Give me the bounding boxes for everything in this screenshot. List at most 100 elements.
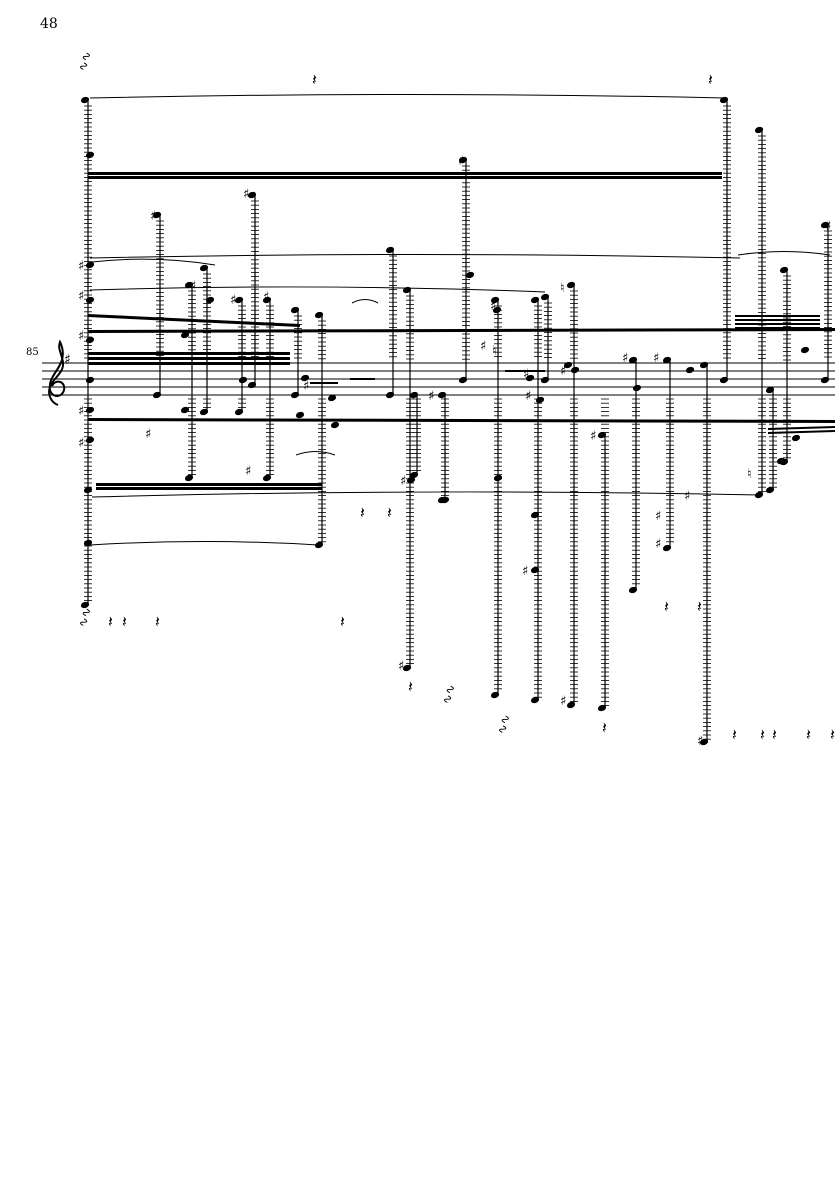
notehead bbox=[314, 541, 324, 549]
notehead bbox=[330, 421, 340, 429]
quarter-rest-icon: 𝄽 bbox=[155, 612, 160, 631]
notehead bbox=[628, 586, 638, 594]
notehead bbox=[83, 486, 93, 494]
notehead bbox=[205, 296, 215, 304]
rests: 𝄽𝄽𝄽𝄽𝄽𝄽𝄽𝄽𝄽𝄽𝄽𝄽𝄽𝄽𝄽𝄽𝄽 bbox=[108, 70, 835, 744]
sharp-icon: ♯ bbox=[78, 436, 84, 451]
beam bbox=[88, 418, 835, 423]
sharp-icon: ♯ bbox=[622, 351, 628, 366]
tie bbox=[89, 254, 741, 259]
quarter-rest-icon: 𝄽 bbox=[602, 718, 607, 737]
sharp-icon: ♯ bbox=[590, 429, 596, 444]
beam bbox=[88, 176, 722, 179]
quarter-rest-icon: 𝄽 bbox=[108, 612, 113, 631]
sharp-icon: ♯ bbox=[400, 474, 406, 489]
notehead bbox=[290, 391, 300, 399]
sharp-icon: ♯ bbox=[78, 404, 84, 419]
notehead bbox=[779, 266, 789, 274]
notehead bbox=[662, 544, 672, 552]
notehead bbox=[458, 376, 468, 384]
ties bbox=[89, 94, 831, 546]
beam bbox=[88, 362, 290, 365]
arpeggios: ∿∿∿∿∿∿∿∿ bbox=[75, 50, 513, 736]
notehead bbox=[440, 496, 450, 504]
tie bbox=[351, 299, 379, 304]
quarter-rest-icon: 𝄽 bbox=[122, 612, 127, 631]
notehead bbox=[385, 391, 395, 399]
notehead bbox=[632, 384, 642, 392]
quarter-rest-icon: 𝄽 bbox=[387, 503, 392, 522]
notehead bbox=[247, 191, 257, 199]
notehead bbox=[490, 296, 500, 304]
notehead bbox=[719, 376, 729, 384]
quarter-rest-icon: 𝄽 bbox=[664, 597, 669, 616]
notehead bbox=[820, 376, 830, 384]
notehead bbox=[597, 431, 607, 439]
tie bbox=[91, 491, 761, 498]
notehead bbox=[765, 486, 775, 494]
sharp-icon: ♯ bbox=[458, 154, 464, 169]
beam bbox=[88, 328, 835, 333]
sharp-icon: ♯ bbox=[480, 339, 486, 354]
notehead bbox=[493, 474, 503, 482]
quarter-rest-icon: 𝄽 bbox=[360, 503, 365, 522]
notehead bbox=[597, 704, 607, 712]
notehead bbox=[685, 366, 695, 374]
notehead bbox=[530, 296, 540, 304]
beam bbox=[768, 426, 835, 430]
staff bbox=[42, 362, 835, 396]
sharp-icon: ♯ bbox=[398, 659, 404, 674]
arpeggio-icon: ∿∿ bbox=[439, 683, 458, 706]
sharp-icon: ♯ bbox=[150, 209, 156, 224]
notehead bbox=[262, 296, 272, 304]
notehead bbox=[525, 374, 535, 382]
notehead bbox=[566, 701, 576, 709]
quarter-rest-icon: 𝄽 bbox=[772, 725, 777, 744]
beam bbox=[310, 382, 338, 384]
notehead bbox=[83, 539, 93, 547]
tie bbox=[91, 258, 216, 266]
notehead bbox=[662, 356, 672, 364]
quarter-rest-icon: 𝄽 bbox=[312, 70, 317, 89]
notehead bbox=[820, 221, 830, 229]
notehead bbox=[152, 391, 162, 399]
sharp-icon: ♯ bbox=[697, 734, 703, 749]
arpeggio-icon: ∿∿ bbox=[75, 606, 94, 629]
natural-icon: ♮ bbox=[747, 467, 752, 482]
tie bbox=[295, 451, 336, 456]
notehead bbox=[199, 408, 209, 416]
notehead bbox=[530, 696, 540, 704]
beam bbox=[96, 487, 322, 490]
quarter-rest-icon: 𝄽 bbox=[408, 677, 413, 696]
notehead bbox=[385, 246, 395, 254]
notehead bbox=[791, 434, 801, 442]
sharp-icon: ♯ bbox=[263, 290, 269, 305]
arpeggio-icon: ∿∿ bbox=[494, 713, 513, 736]
notehead bbox=[465, 271, 475, 279]
notehead bbox=[699, 738, 709, 746]
notehead bbox=[402, 664, 412, 672]
notehead bbox=[628, 356, 638, 364]
sharp-icon: ♯ bbox=[655, 537, 661, 552]
notehead bbox=[85, 436, 95, 444]
notehead bbox=[492, 306, 502, 314]
sharp-icon: ♯ bbox=[522, 564, 528, 579]
sharp-icon: ♯ bbox=[684, 489, 690, 504]
tie bbox=[89, 541, 319, 546]
notehead bbox=[566, 281, 576, 289]
notehead bbox=[180, 406, 190, 414]
notehead bbox=[409, 391, 419, 399]
notehead bbox=[184, 281, 194, 289]
sharp-icon: ♯ bbox=[78, 259, 84, 274]
notehead bbox=[540, 293, 550, 301]
sharp-icon: ♯ bbox=[303, 379, 309, 394]
sharp-icon: ♯ bbox=[245, 464, 251, 479]
beam bbox=[505, 370, 545, 372]
beam bbox=[350, 378, 375, 380]
tie bbox=[89, 94, 726, 99]
notehead bbox=[765, 386, 775, 394]
beam bbox=[735, 315, 820, 317]
quarter-rest-icon: 𝄽 bbox=[697, 597, 702, 616]
notehead bbox=[85, 261, 95, 269]
notehead bbox=[530, 566, 540, 574]
